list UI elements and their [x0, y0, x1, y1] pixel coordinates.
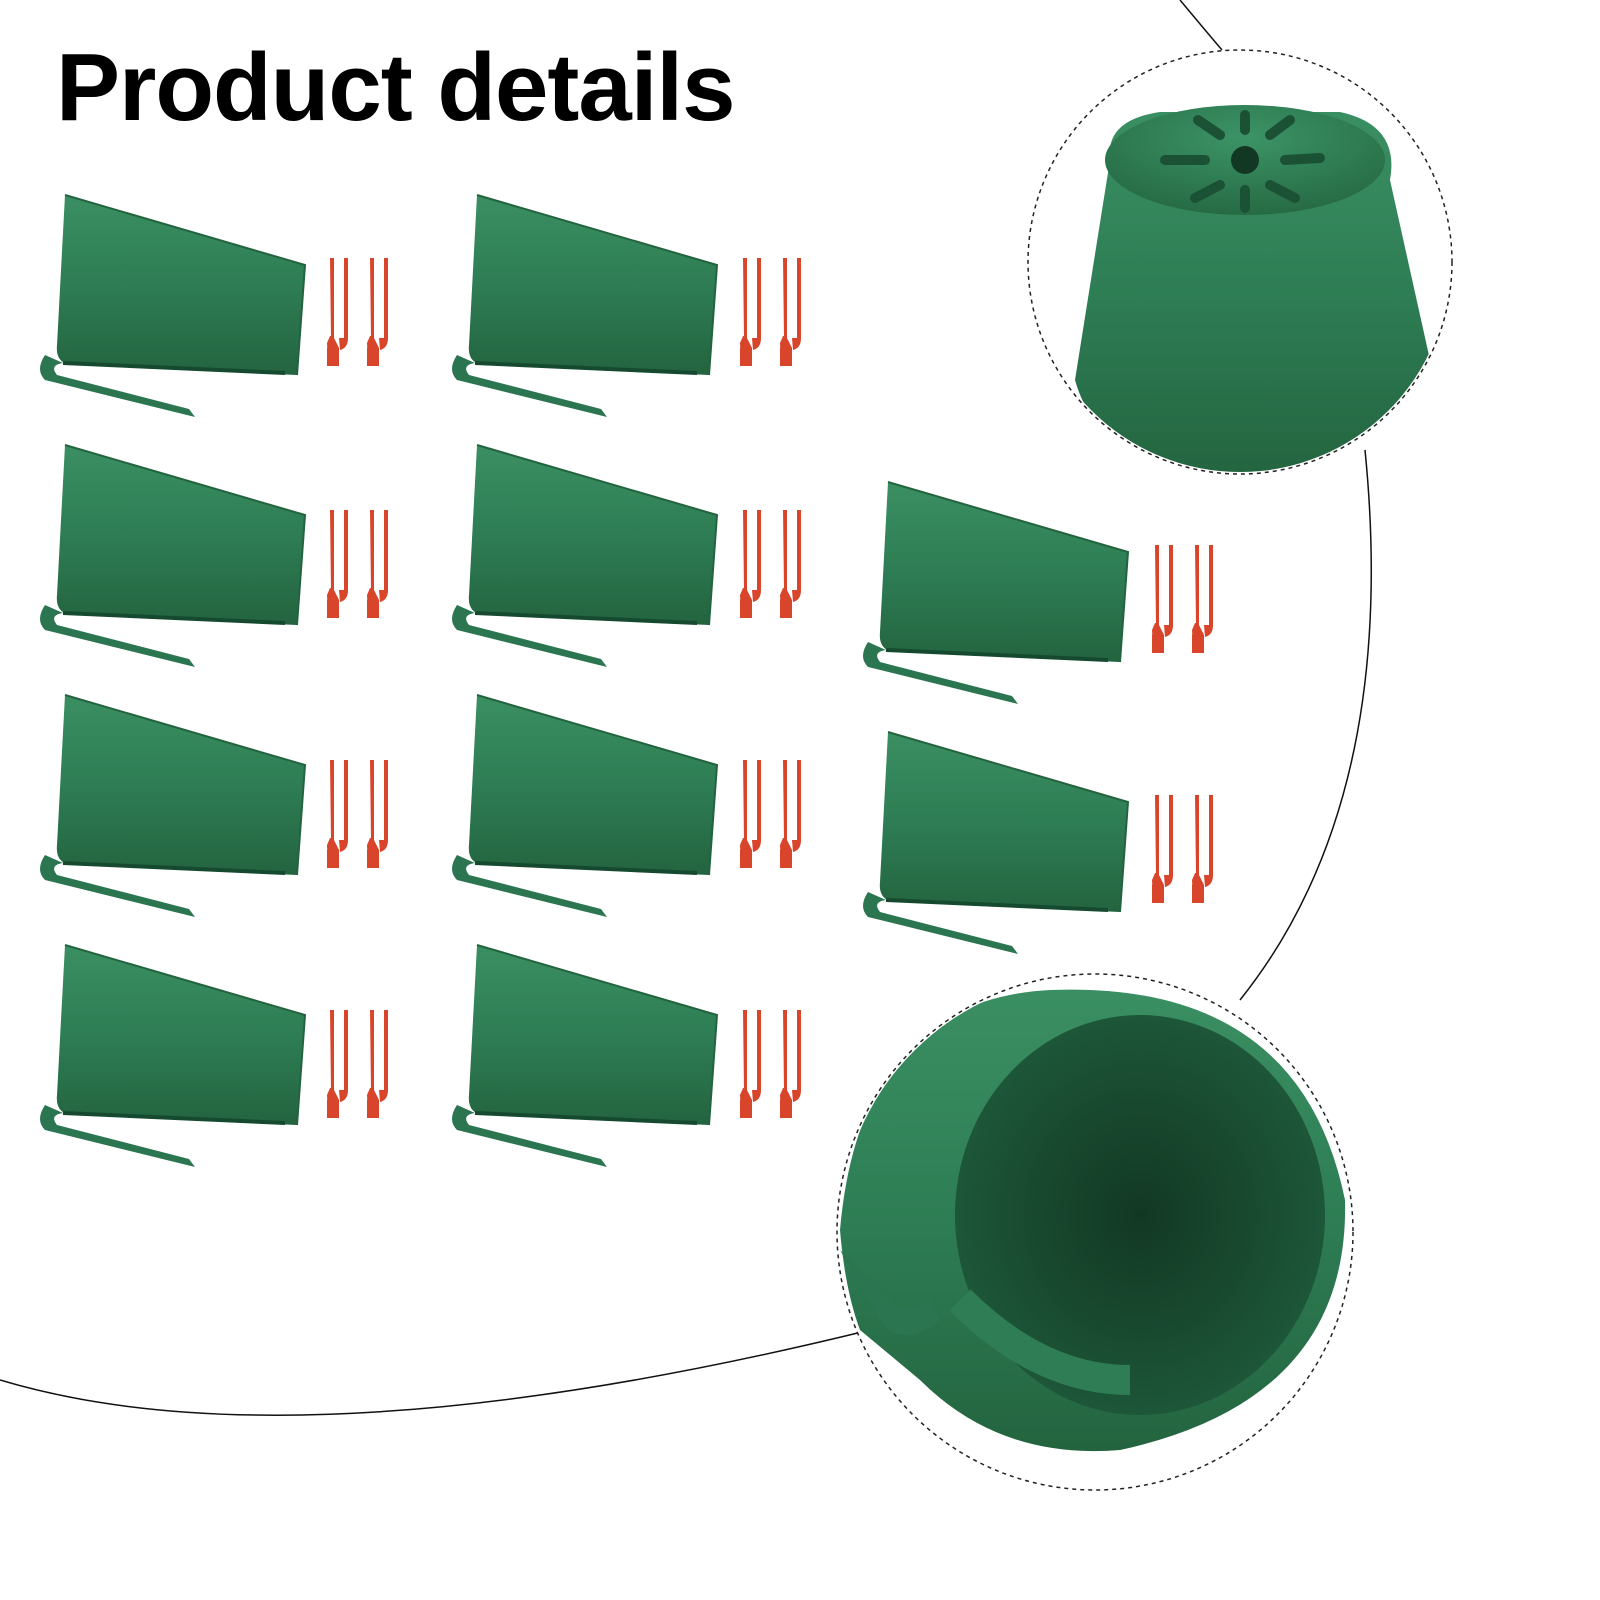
list-item — [38, 443, 307, 669]
cone-opening-detail-zoom — [836, 973, 1354, 1491]
list-item — [450, 193, 719, 419]
list-item — [450, 693, 719, 919]
list-item — [38, 193, 307, 419]
list-item — [740, 760, 801, 868]
vent-slots-icon — [1160, 110, 1325, 213]
list-item — [327, 510, 388, 618]
cone-top-detail-zoom — [1027, 49, 1453, 475]
list-item — [740, 1010, 801, 1118]
list-item — [327, 760, 388, 868]
list-item — [740, 258, 801, 366]
list-item — [1152, 795, 1213, 903]
list-item — [38, 943, 307, 1169]
list-item — [38, 693, 307, 919]
list-item — [450, 943, 719, 1169]
page-title: Product details — [56, 34, 735, 141]
list-item — [740, 510, 801, 618]
list-item — [861, 480, 1130, 706]
list-item — [450, 443, 719, 669]
list-item — [327, 1010, 388, 1118]
list-item — [861, 730, 1130, 956]
list-item — [1152, 545, 1213, 653]
list-item — [327, 258, 388, 366]
